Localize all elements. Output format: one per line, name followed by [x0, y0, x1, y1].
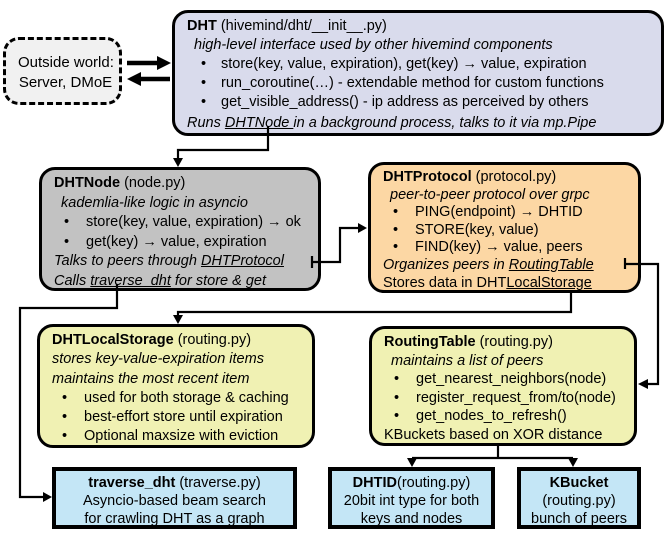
bullet-icon: •: [64, 233, 70, 250]
dht-local-storage-bullet-1: •best-effort store until expiration: [52, 408, 306, 427]
routing-table-footer: KBuckets based on XOR distance: [384, 426, 603, 443]
bullet-icon: •: [62, 409, 68, 426]
kbucket-file: (routing.py): [542, 493, 616, 509]
dht-protocol-footer-1: Organizes peers in RoutingTable: [383, 256, 594, 273]
bullet-icon: •: [201, 56, 207, 72]
dht-local-storage-bullet-0: •used for both storage & caching: [52, 389, 306, 408]
traverse-dht-line1: Asyncio-based beam search: [83, 493, 266, 509]
dht-footer: Runs DHTNode in a background process, ta…: [187, 115, 597, 131]
dht-protocol-box: DHTProtocol (protocol.py) peer-to-peer p…: [368, 162, 641, 293]
dht-bullet-0: •store(key, value, expiration), get(key)…: [201, 56, 587, 72]
dht-protocol-title: DHTProtocol (protocol.py): [383, 169, 557, 185]
kbucket-title: KBucket: [549, 475, 609, 491]
dht-protocol-bullet-0: •PING(endpoint) → DHTID: [393, 204, 583, 221]
dht-protocol-subtitle: peer-to-peer protocol over grpc: [390, 186, 590, 203]
bullet-icon: •: [394, 408, 400, 425]
outside-world-box: Outside world: Server, DMoE: [3, 37, 122, 105]
bullet-icon: •: [62, 428, 68, 445]
routing-table-bullet-2: •get_nodes_to_refresh(): [394, 408, 567, 425]
arrow-dht-to-outside: [127, 72, 170, 86]
bullet-icon: •: [62, 389, 68, 406]
dht-bullet-1: •run_coroutine(…) - extendable method fo…: [201, 75, 604, 91]
dht-protocol-bullet-2: •FIND(key) → value, peers: [393, 239, 583, 256]
bullet-icon: •: [201, 94, 207, 110]
dht-local-storage-title: DHTLocalStorage (routing.py): [52, 332, 252, 348]
outside-world-line2: Server, DMoE: [18, 74, 113, 91]
dht-local-storage-subtitle-2: maintains the most recent item: [52, 370, 250, 387]
kbucket-box: KBucket (routing.py) bunch of peers: [517, 467, 641, 529]
dht-local-storage-subtitle-1: stores key-value-expiration items: [52, 351, 264, 368]
bullet-icon: •: [201, 75, 207, 91]
dhtid-box: DHTID(routing.py) 20bit int type for bot…: [328, 467, 495, 529]
dht-local-storage-box: DHTLocalStorage (routing.py) stores key-…: [37, 324, 315, 448]
routing-table-bullet-1: •register_request_from/to(node): [394, 389, 616, 406]
dht-title: DHT (hivemind/dht/__init__.py): [187, 18, 387, 34]
dhtid-line2: keys and nodes: [360, 511, 463, 527]
traverse-dht-line2: for crawling DHT as a graph: [84, 511, 265, 527]
dht-node-bullet-0: •store(key, value, expiration) → ok: [54, 213, 312, 233]
dht-node-title: DHTNode (node.py): [54, 175, 186, 191]
bullet-icon: •: [394, 389, 400, 406]
dht-node-footer-1: Talks to peers through DHTProtocol: [54, 253, 284, 269]
dht-node-box: DHTNode (node.py) kademlia-like logic in…: [39, 167, 321, 291]
dht-node-footer-2: Calls traverse_dht for store & get: [54, 272, 266, 289]
traverse-dht-title: traverse_dht (traverse.py): [88, 475, 261, 491]
kbucket-line1: bunch of peers: [531, 511, 627, 527]
arrow-dhtprotocol-to-localstorage: [173, 290, 573, 324]
arrow-outside-to-dht: [127, 56, 171, 70]
outside-world-line1: Outside world:: [18, 54, 114, 71]
dhtid-title: DHTID(routing.py): [352, 475, 471, 491]
bullet-icon: •: [393, 221, 399, 238]
arrow-routingtable-to-children: [407, 446, 578, 467]
bullet-icon: •: [64, 214, 70, 230]
bullet-icon: •: [394, 371, 400, 388]
routing-table-bullet-0: •get_nearest_neighbors(node): [394, 371, 607, 388]
dht-node-subtitle: kademlia-like logic in asyncio: [61, 194, 248, 211]
routing-table-subtitle: maintains a list of peers: [391, 352, 544, 369]
traverse-dht-box: traverse_dht (traverse.py) Asyncio-based…: [52, 467, 297, 529]
dht-local-storage-bullet-2: •Optional maxsize with eviction: [52, 427, 306, 446]
dht-bullet-2: •get_visible_address() - ip address as p…: [201, 94, 589, 110]
routing-table-box: RoutingTable (routing.py) maintains a li…: [369, 326, 637, 446]
routing-table-title: RoutingTable (routing.py): [384, 334, 553, 350]
dht-subtitle: high-level interface used by other hivem…: [194, 37, 553, 53]
dht-node-bullet-1: •get(key) → value, expiration: [54, 233, 312, 253]
bullet-icon: •: [393, 239, 399, 256]
dht-box: DHT (hivemind/dht/__init__.py) high-leve…: [172, 10, 664, 136]
dht-protocol-footer-2: Stores data in DHTLocalStorage: [383, 274, 592, 291]
dhtid-line1: 20bit int type for both: [343, 493, 480, 509]
dht-protocol-bullet-1: •STORE(key, value): [393, 221, 539, 238]
bullet-icon: •: [393, 204, 399, 221]
